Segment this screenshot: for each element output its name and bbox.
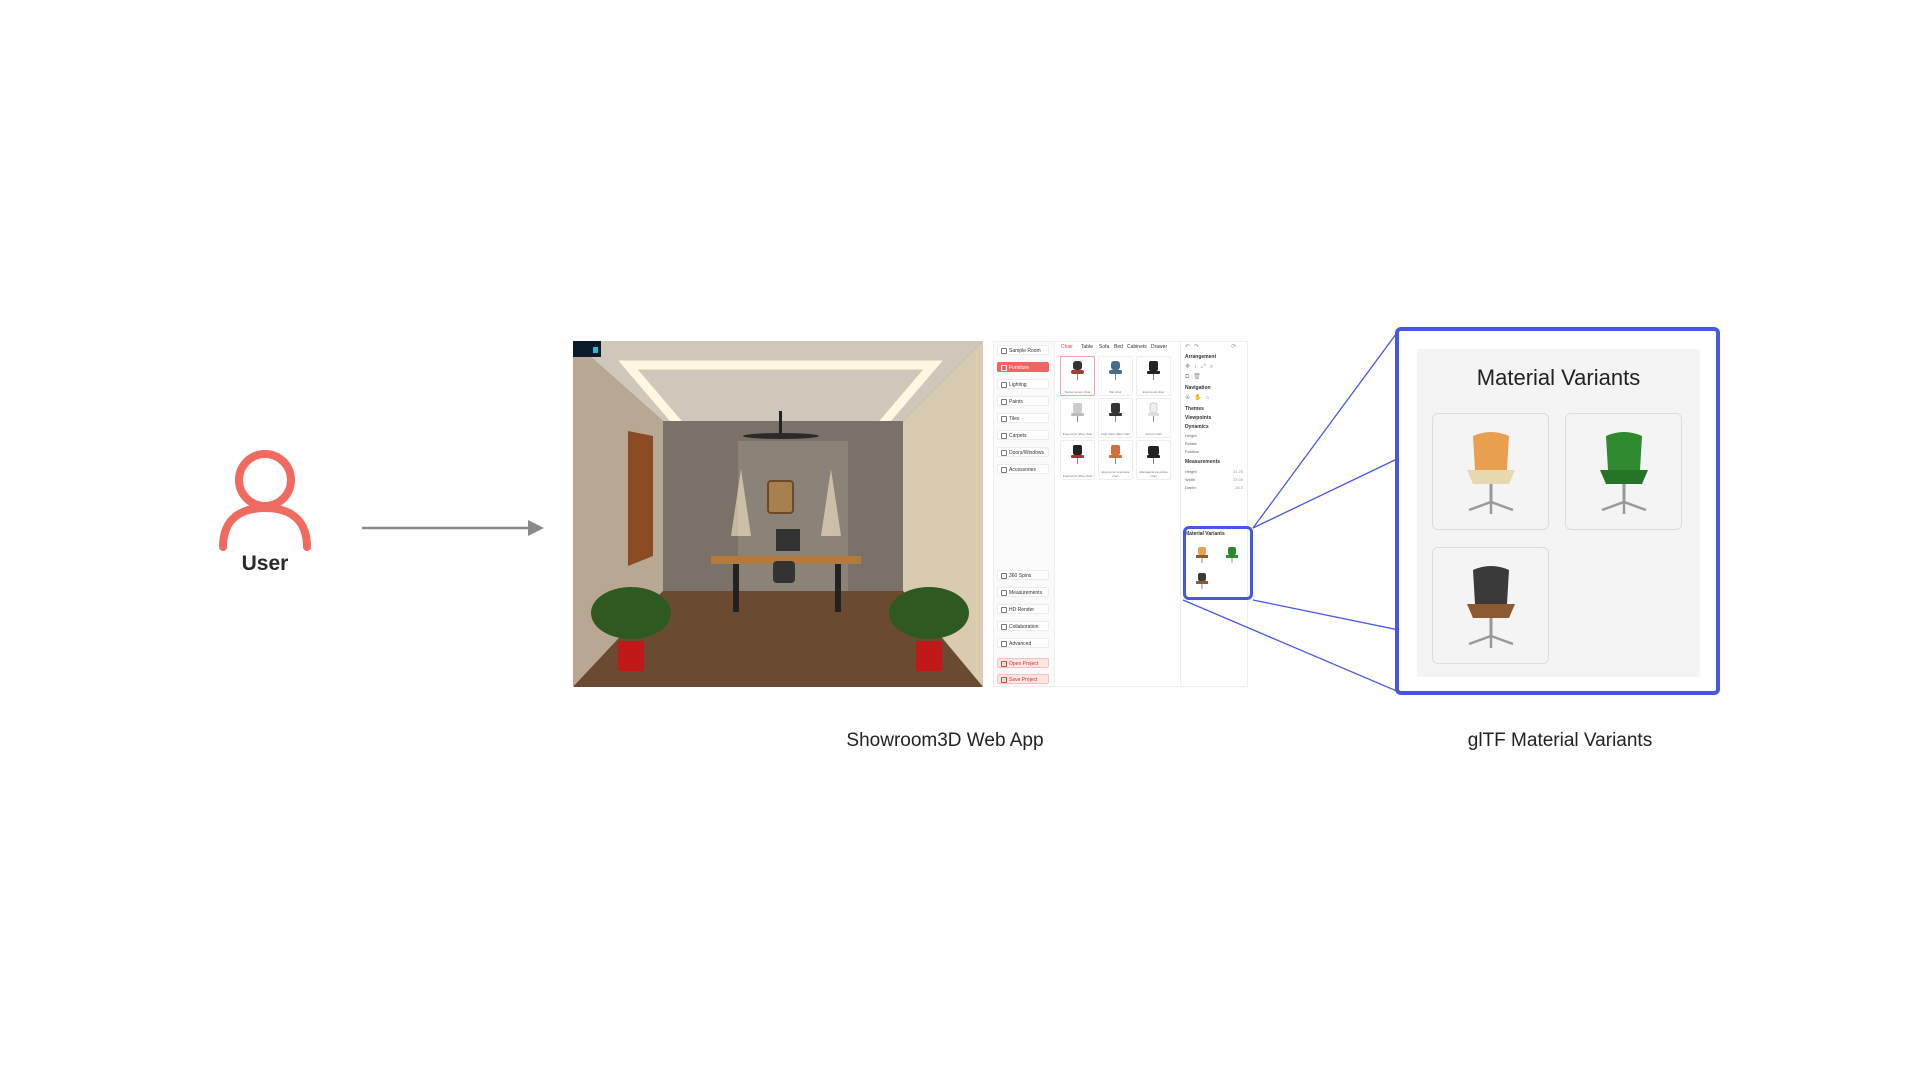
dynamics-rotate[interactable]: Rotate — [1185, 441, 1197, 446]
sidebar-item-paints[interactable]: Paints — [997, 396, 1049, 406]
material-variants-title: Material Variants — [1476, 365, 1641, 390]
product-catalog: Chair Table Sofa Bed Cabinets Drawer Swi… — [1055, 342, 1180, 686]
variant-green[interactable] — [1565, 413, 1682, 530]
room-3d-viewport[interactable] — [573, 341, 983, 687]
measurements-heading: Measurements — [1185, 459, 1221, 465]
material-variants-highlight — [1183, 526, 1253, 600]
product-tile[interactable]: Managerial executive chair — [1136, 440, 1171, 480]
tab-table[interactable]: Table — [1081, 344, 1093, 350]
chair-black-icon — [1467, 566, 1515, 648]
sidebar-item-360-spins[interactable]: 360 Spins — [997, 570, 1049, 580]
chair-icon — [1147, 361, 1160, 380]
undo-redo-icons[interactable]: ↶↷ ⟳ — [1185, 344, 1241, 350]
material-variants-zoom: Material Variants — [1395, 327, 1720, 695]
dynamics-height[interactable]: Height — [1185, 433, 1197, 438]
chair-orange-icon — [1467, 432, 1515, 514]
sidebar-item-measurements[interactable]: Measurements — [997, 587, 1049, 597]
chair-icon — [1071, 445, 1084, 464]
chair-icon — [1071, 361, 1084, 380]
chair-icon — [1109, 403, 1122, 422]
chair-icon — [1148, 402, 1159, 422]
chair-icon — [1147, 446, 1160, 464]
flow-arrow — [362, 520, 544, 536]
properties-panel: ↶↷ ⟳ Arrangement ✥↕⤢⌕ ⧉🗑 Navigation ⊕✋⌂ … — [1180, 342, 1248, 686]
sidebar-item-accessories[interactable]: Accessories — [997, 464, 1049, 474]
dynamics-heading: Dynamics — [1185, 424, 1209, 430]
app-sidebar: Sample Room Furniture Lighting Paints Ti… — [994, 342, 1055, 686]
sidebar-item-doors-windows[interactable]: Doors/Windows — [997, 447, 1049, 457]
app-logo — [573, 341, 601, 357]
copy-delete-tools[interactable]: ⧉🗑 — [1185, 374, 1205, 380]
sidebar-item-tiles[interactable]: Tiles — [997, 413, 1049, 423]
sidebar-item-carpets[interactable]: Carpets — [997, 430, 1049, 440]
open-project-button[interactable]: Open Project — [997, 658, 1049, 668]
material-variants-panel: Material Variants — [1417, 349, 1700, 677]
material-variants-caption: glTF Material Variants — [1467, 730, 1653, 751]
tab-sofa[interactable]: Sofa — [1099, 344, 1110, 350]
dynamics-position[interactable]: Position — [1185, 449, 1200, 454]
product-tile[interactable]: Bar chair — [1098, 356, 1133, 396]
tab-chair[interactable]: Chair — [1061, 344, 1073, 350]
sidebar-item-furniture[interactable]: Furniture — [997, 362, 1049, 372]
product-tile[interactable]: Ergonomic office chair — [1060, 398, 1095, 438]
save-project-button[interactable]: Save Project — [997, 674, 1049, 684]
sidebar-item-lighting[interactable]: Lighting — [997, 379, 1049, 389]
viewpoints-heading[interactable]: Viewpoints — [1185, 415, 1212, 421]
arrangement-tools[interactable]: ✥↕⤢⌕ — [1185, 364, 1218, 370]
chair-icon — [1071, 403, 1084, 422]
mini-variant-chairs[interactable] — [1186, 529, 1250, 597]
arrangement-heading: Arrangement — [1185, 354, 1217, 360]
sidebar-item-advanced[interactable]: Advanced — [997, 638, 1049, 648]
navigation-tools[interactable]: ⊕✋⌂ — [1185, 395, 1214, 401]
variant-orange[interactable] — [1432, 413, 1549, 530]
app-caption: Showroom3D Web App — [846, 730, 1044, 751]
product-tile[interactable]: Ergonomic chair — [1136, 356, 1171, 396]
app-panel: Sample Room Furniture Lighting Paints Ti… — [993, 341, 1248, 687]
product-tile[interactable]: Ergonomic office chair — [1060, 440, 1095, 480]
tab-drawer[interactable]: Drawer — [1151, 344, 1168, 350]
product-tile[interactable]: Ergonomic executive chair — [1098, 440, 1133, 480]
themes-heading[interactable]: Themes — [1185, 406, 1204, 412]
variant-black[interactable] — [1432, 547, 1549, 664]
user-label: User — [241, 552, 289, 575]
sidebar-item-sample-room[interactable]: Sample Room — [997, 345, 1049, 355]
chair-icon — [1109, 361, 1122, 380]
user-icon — [219, 450, 311, 551]
navigation-heading: Navigation — [1185, 385, 1211, 391]
sidebar-item-collaboration[interactable]: Collaboration — [997, 621, 1049, 631]
tab-bed[interactable]: Bed — [1114, 344, 1123, 350]
chair-icon — [1109, 445, 1122, 464]
tab-cabinets[interactable]: Cabinets — [1127, 344, 1147, 350]
product-tile[interactable]: Accent chair — [1136, 398, 1171, 438]
product-tile[interactable]: High back office chair — [1098, 398, 1133, 438]
product-tile[interactable]: Swivel accent chair — [1060, 356, 1095, 396]
chair-green-icon — [1600, 432, 1648, 514]
sidebar-item-hd-render[interactable]: HD Render — [997, 604, 1049, 614]
material-variants-heading: Material Variants — [1185, 531, 1225, 537]
